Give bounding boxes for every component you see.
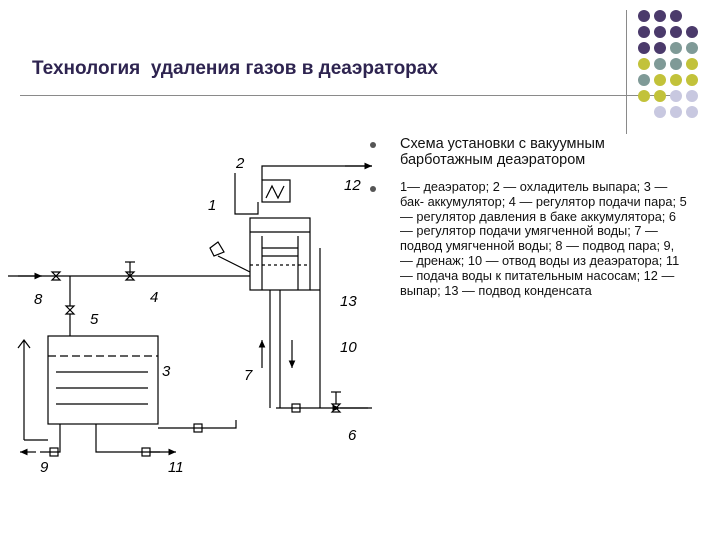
deaerator-column (249, 217, 311, 291)
decor-dot (670, 10, 682, 22)
label-12: 12 (344, 177, 361, 194)
decor-dot (638, 90, 650, 102)
label-1: 1 (208, 197, 216, 214)
label-2: 2 (235, 155, 245, 172)
decor-dot (670, 58, 682, 70)
label-4: 4 (150, 289, 158, 306)
decor-dot (638, 26, 650, 38)
slide-title: Технология удаления газов в деаэраторах (32, 58, 438, 79)
decor-dot (654, 58, 666, 70)
title-divider-line (20, 95, 675, 96)
decor-vertical-line (626, 10, 627, 134)
decor-dot (654, 26, 666, 38)
label-5: 5 (90, 311, 99, 328)
decor-dot (686, 58, 698, 70)
decor-dot (638, 74, 650, 86)
decor-dot (670, 42, 682, 54)
deaerator-scheme-diagram: 1 2 3 4 5 6 7 8 9 10 11 12 13 (8, 155, 372, 476)
decor-dot (670, 26, 682, 38)
decor-dot (670, 74, 682, 86)
decor-dot (670, 90, 682, 102)
decor-dot (638, 58, 650, 70)
label-10: 10 (340, 339, 357, 356)
decor-dot (654, 90, 666, 102)
steam-regulator (209, 241, 225, 257)
bullet-item: 1— деаэратор; 2 — охладитель выпара; 3 —… (368, 179, 688, 298)
bullet-dot-icon (370, 186, 376, 192)
label-6: 6 (348, 427, 357, 444)
decor-dot (686, 106, 698, 118)
decor-dot (654, 42, 666, 54)
label-7: 7 (244, 367, 253, 384)
decor-dot (686, 90, 698, 102)
label-8: 8 (34, 291, 43, 308)
decor-dot (638, 42, 650, 54)
decor-dot (654, 106, 666, 118)
decor-dot (654, 74, 666, 86)
bullet-list: Схема установки с вакуумным барботажным … (368, 136, 688, 298)
decor-dot (686, 42, 698, 54)
bullet-text: Схема установки с вакуумным барботажным … (400, 136, 605, 168)
bullet-item: Схема установки с вакуумным барботажным … (368, 136, 688, 168)
decor-dot (686, 26, 698, 38)
label-11: 11 (168, 459, 184, 476)
decor-dot (686, 74, 698, 86)
label-3: 3 (162, 363, 171, 380)
label-9: 9 (40, 459, 49, 476)
label-13: 13 (340, 293, 357, 310)
decor-dot (654, 10, 666, 22)
decor-dot (638, 10, 650, 22)
decor-dot (670, 106, 682, 118)
decor-dot-grid (636, 8, 716, 128)
vapor-cooler (261, 179, 291, 203)
bullet-dot-icon (370, 142, 376, 148)
accumulator-tank (47, 335, 159, 425)
bullet-text: 1— деаэратор; 2 — охладитель выпара; 3 —… (400, 179, 687, 298)
